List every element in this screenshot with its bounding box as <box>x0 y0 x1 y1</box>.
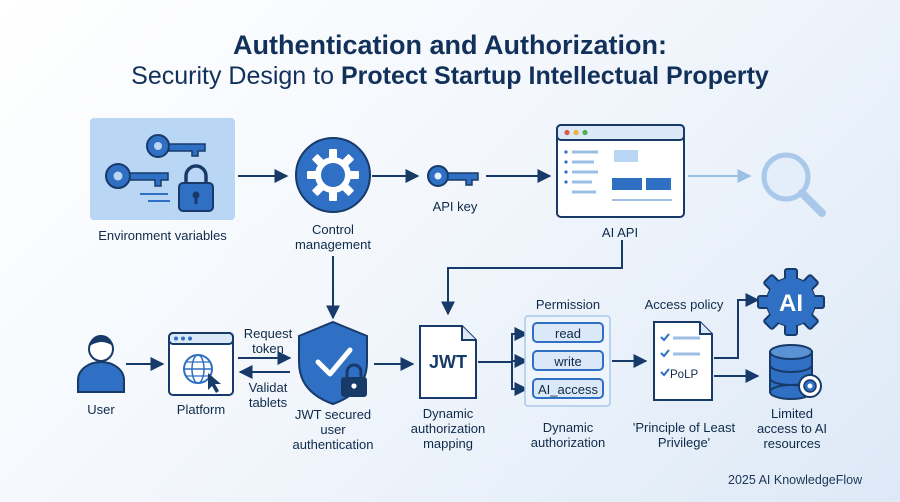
ai-badge-text: AI <box>779 290 803 317</box>
user-icon <box>77 334 125 393</box>
label-permission-write: write <box>554 354 582 369</box>
label-ai-api: AI API <box>601 225 639 240</box>
jwt-shield-icon <box>298 320 368 406</box>
label-jwt-secured-user-authentication: JWT secured user authentication <box>292 407 374 452</box>
diagram-subtitle: Security Design to Protect Startup Intel… <box>0 62 900 91</box>
arrow-policy-to-ai <box>714 293 760 359</box>
permission-read-box <box>532 322 604 343</box>
label-api-key: API key <box>432 199 478 214</box>
diagram-title: Authentication and Authorization: <box>233 30 667 60</box>
label-dynamic-authorization: Dynamic authorization <box>530 420 606 450</box>
label-permission-read: read <box>554 326 582 341</box>
label-permission-title: Permission <box>535 297 601 312</box>
access-policy-document-icon <box>653 321 713 401</box>
label-control-management: Control management <box>295 222 371 252</box>
label-dynamic-authorization-mapping: Dynamic authorization mapping <box>410 406 486 451</box>
label-user: User <box>87 402 115 417</box>
subtitle-bold: Protect Startup Intellectual Property <box>340 62 769 90</box>
ai-api-window-icon <box>556 124 685 218</box>
label-request-token: Request token <box>243 326 293 356</box>
permission-panel <box>524 315 611 407</box>
environment-variables-icon <box>90 118 235 220</box>
jwt-document-icon: JWT <box>419 325 477 399</box>
label-validate-tablets: Validat tablets <box>248 380 288 410</box>
search-magnifier-icon <box>761 152 826 217</box>
permission-write-box <box>532 350 604 371</box>
label-permission-ai-access: AI_access <box>538 382 598 397</box>
label-polp: PoLP <box>670 369 699 381</box>
label-environment-variables: Environment variables <box>98 228 227 243</box>
label-principle-least-privilege: 'Principle of Least Privilege' <box>632 420 736 450</box>
ai-resources-database-icon <box>769 344 822 400</box>
label-access-policy-title: Access policy <box>644 297 724 312</box>
label-platform: Platform <box>176 402 226 417</box>
platform-window-icon <box>168 332 234 396</box>
footer-credit: 2025 AI KnowledgeFlow <box>728 473 863 487</box>
permission-ai-access-box <box>532 378 604 399</box>
jwt-document-text: JWT <box>429 352 467 372</box>
api-key-icon <box>427 165 479 187</box>
subtitle-prefix: Security Design to <box>131 62 341 90</box>
arrow-aiapi-to-jwt <box>441 240 623 316</box>
label-limited-access: Limited access to AI resources <box>756 406 828 451</box>
control-management-gear-icon <box>295 137 371 213</box>
arrows-jwt-to-permissions <box>478 327 529 396</box>
ai-gear-badge-icon: AI <box>757 268 825 336</box>
